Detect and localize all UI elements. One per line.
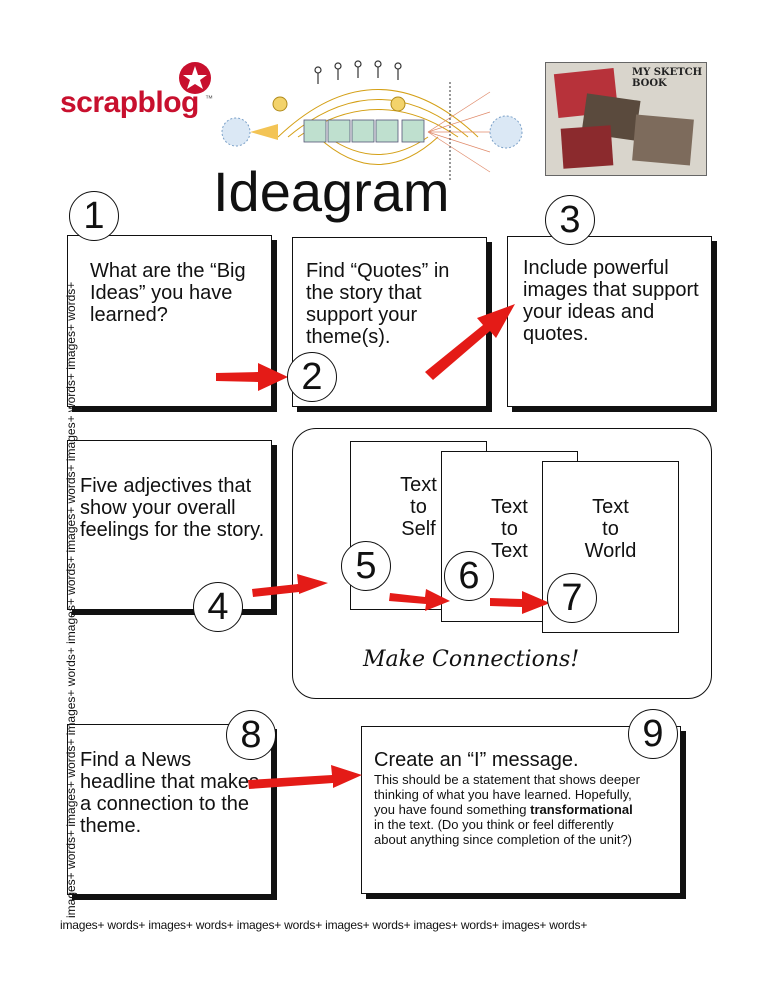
sketchbook-label: MY SKETCH BOOK [632, 67, 703, 89]
step-3-text: Include powerful images that support you… [523, 257, 699, 345]
i-message-heading: Create an “I” message. [374, 749, 579, 771]
step-2-number: 2 [287, 352, 337, 402]
step-7-number: 7 [547, 573, 597, 623]
ideas-network-illustration [221, 60, 523, 182]
step-4-number: 4 [193, 582, 243, 632]
step-4-text: Five adjectives that show your overall f… [80, 475, 265, 541]
star-badge-icon [179, 62, 211, 94]
bottom-images-words-strip: images+ words+ images+ words+ images+ wo… [60, 918, 588, 932]
step-6-number: 6 [444, 551, 494, 601]
text-to-text-label: Text to Text [491, 496, 528, 562]
i-message-body: This should be a statement that shows de… [374, 772, 644, 847]
arrow-5-to-6 [389, 589, 450, 611]
step-8-text: Find a News headline that makes a connec… [80, 749, 260, 837]
i-message-body-part2: in the text. (Do you think or feel diffe… [374, 817, 633, 847]
page-title: Ideagram [213, 160, 450, 223]
logo-trademark: ™ [205, 94, 213, 103]
step-9-box: Create an “I” message. This should be a … [361, 726, 681, 894]
step-1-box: What are the “Big Ideas” you have learne… [67, 235, 272, 407]
step-4-box: Five adjectives that show your overall f… [67, 440, 272, 610]
step-3-box: Include powerful images that support you… [507, 236, 712, 407]
connections-caption: Make Connections! [363, 647, 580, 672]
side-images-words-strip: images+ words+ images+ words+ images+ wo… [64, 281, 78, 918]
step-5-number: 5 [341, 541, 391, 591]
logo-text: scrapblog [60, 86, 199, 119]
step-1-text: What are the “Big Ideas” you have learne… [90, 260, 246, 326]
connections-panel: Text to Self Text to Text Text to World … [292, 428, 712, 699]
scrapblog-logo: scrapblog ™ [60, 60, 220, 120]
text-to-self-label: Text to Self [400, 474, 437, 540]
step-2-text: Find “Quotes” in the story that support … [306, 260, 450, 348]
step-9-number: 9 [628, 709, 678, 759]
arrow-4-to-5 [252, 574, 328, 597]
step-8-number: 8 [226, 710, 276, 760]
step-1-number: 1 [69, 191, 119, 241]
arrow-1-to-2 [216, 363, 288, 391]
step-3-number: 3 [545, 195, 595, 245]
sketchbook-collage: MY SKETCH BOOK [545, 62, 707, 176]
arrow-6-to-7 [490, 591, 550, 614]
text-to-world-label: Text to World [584, 496, 637, 562]
arrow-8-to-9 [248, 765, 362, 789]
i-message-body-part1: This should be a statement that shows de… [374, 772, 640, 817]
i-message-bold: transformational [530, 802, 633, 817]
arrow-2-to-3 [425, 304, 515, 380]
